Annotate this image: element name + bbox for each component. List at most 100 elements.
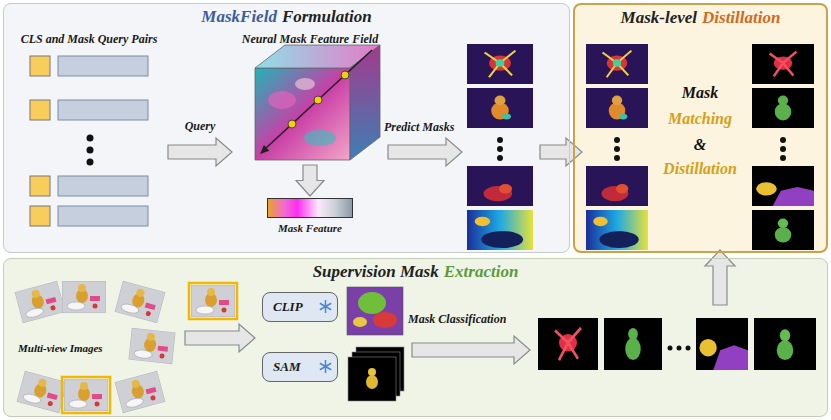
matched-predictions-part [586,166,648,206]
feature-field-cube-part [268,91,296,109]
query-pairs-part [30,206,50,226]
panel-title: MaskFieldFormulation [4,7,569,27]
panel-title-text: MaskField [201,7,277,27]
feature-field-cube-part [266,50,372,148]
feature-field-cube-part [288,120,296,128]
model-box-fill-part [262,292,338,322]
panel-fill [3,3,570,253]
annotation-text: Distillation [650,160,750,178]
multi-view-ring-part [62,281,106,313]
query-pairs-part [58,56,148,76]
feature-field-cube-part [260,145,269,154]
model-box-fill-part [320,300,331,313]
panel-title: Supervision MaskExtraction [4,262,827,282]
feature-field-cube-part [341,71,349,79]
feature-field-cube-part [304,130,336,146]
query-pairs-part [58,206,148,226]
model-box-fill-part [320,360,331,373]
block-arrow [168,138,232,166]
stage-panel: MaskFieldFormulationCLS and Mask Query P… [3,3,570,253]
query-pairs-part [58,100,148,120]
classified-masks-part [677,346,682,351]
matched-targets-part [780,137,786,143]
classified-masks-part [668,346,673,351]
feature-field-cube-part [295,78,315,90]
clip-output-part [347,287,403,335]
classified-masks-part [754,318,816,370]
feature-field: Neural Mask Feature Field [232,30,388,165]
multi-view-ring-part [17,371,68,413]
matched-targets [752,44,814,250]
annotation-text: Matching [650,110,750,128]
multi-view-group: Multi-view Images [12,280,180,414]
multi-view-ring-part [115,281,166,323]
clip-output-part [353,317,367,327]
panel-title-text: Distillation [702,8,780,28]
panel-title-text: Mask-level [621,8,697,28]
multi-view-ring-part [15,281,66,323]
gradient-bar [267,198,353,218]
feature-field-cube-part [314,96,322,104]
annotation-text: Mask [650,84,750,102]
block-arrows-part [388,138,462,166]
predicted-masks-part [497,146,503,152]
block-arrow [296,165,324,196]
classified-masks-part [696,318,748,370]
clip-output [347,287,403,335]
predicted-masks-part [467,88,533,128]
node-caption: Mask Feature [262,222,358,234]
clip-output-part [373,312,397,328]
block-arrows-part [185,324,255,352]
matched-predictions-part [614,155,620,161]
multi-view-ring-part [62,377,110,413]
panel-title-text: Extraction [444,262,519,282]
annotation-text: Mask Classification [408,312,533,327]
predicted-masks-part [497,137,503,143]
classified-masks [538,318,816,370]
predicted-masks-part [467,210,533,250]
model-name: SAM [263,353,337,381]
clip-output-part [358,292,386,314]
stage-panel: Mask-levelDistillation [573,3,828,253]
predicted-masks-part [467,44,533,84]
query-pairs-part [30,100,50,120]
block-arrows-part [412,336,530,364]
annotation-text: & [650,136,750,154]
stage-panel: Supervision MaskExtractionMulti-view Ima… [3,258,828,417]
mask-feature-bar: Mask Feature [262,196,358,248]
panel-title-text: Supervision Mask [313,262,439,282]
query-pairs-part [87,147,94,154]
query-pairs [30,56,148,226]
matched-targets-part [752,88,814,128]
matched-predictions-part [614,146,620,152]
query-stack: CLS and Mask Query Pairs [10,30,168,230]
node-heading: Neural Mask Feature Field [232,32,388,47]
multi-view-ring-part [64,379,108,411]
predicted-masks-part [467,166,533,206]
predicted-masks [467,44,533,250]
panel-fill [3,258,828,417]
multi-view-ring-part [115,371,166,413]
model-box-fill [262,292,338,382]
frozen-model-box: CLIP [262,292,338,322]
classified-masks-part [538,318,598,370]
matched-targets-part [752,166,814,206]
annotation-text: Predict Masks [384,120,468,135]
sam-output [348,347,404,401]
selected-view [189,283,237,319]
matched-predictions-part [586,210,648,250]
feature-field-cube-part [350,45,380,160]
sam-output-part [348,357,396,401]
query-pairs-part [30,176,50,196]
panel-title-text: Formulation [282,7,372,27]
matched-targets-part [780,155,786,161]
panel-fill [573,3,828,253]
feature-field-cube [255,45,380,160]
node-caption: Multi-view Images [18,342,180,354]
panel-title: Mask-levelDistillation [575,8,826,28]
query-pairs-part [87,159,94,166]
matched-predictions-part [586,88,648,128]
edge-label: Query [185,119,216,134]
